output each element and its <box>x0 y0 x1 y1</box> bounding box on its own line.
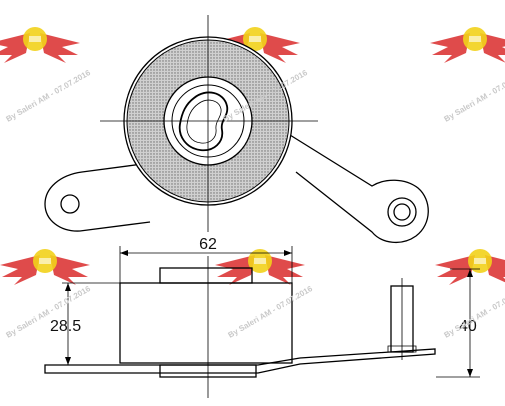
tensioner-arm <box>44 134 429 243</box>
dimension-width: 62 <box>119 236 293 283</box>
watermark-text: By Saleri AM - 07.07.2016 <box>227 284 315 340</box>
base-plate <box>44 348 436 374</box>
width-dimension-label: 62 <box>199 236 217 253</box>
winged-ball-logo-icon <box>0 27 80 63</box>
left-height-dimension-label: 28.5 <box>50 318 81 335</box>
pulley-side-body <box>119 282 293 364</box>
right-height-dimension-label: 40 <box>459 318 477 335</box>
mount-eye-right <box>387 197 417 227</box>
winged-ball-logo-icon <box>215 249 305 285</box>
pulley-side-hub <box>159 267 253 284</box>
watermark-text: By Saleri AM - 07.07.2016 <box>5 68 93 124</box>
mount-hole-right <box>393 203 411 221</box>
watermark-text: By Saleri AM - 07.07.2016 <box>443 68 505 124</box>
top-view <box>44 15 429 243</box>
winged-ball-logo-icon <box>430 27 505 63</box>
winged-ball-logo-icon <box>0 249 90 285</box>
dimension-height-right: 40 <box>436 268 480 378</box>
mount-hole-left <box>60 194 80 214</box>
dimension-height-left: 28.5 <box>50 282 120 366</box>
side-view <box>44 256 436 398</box>
